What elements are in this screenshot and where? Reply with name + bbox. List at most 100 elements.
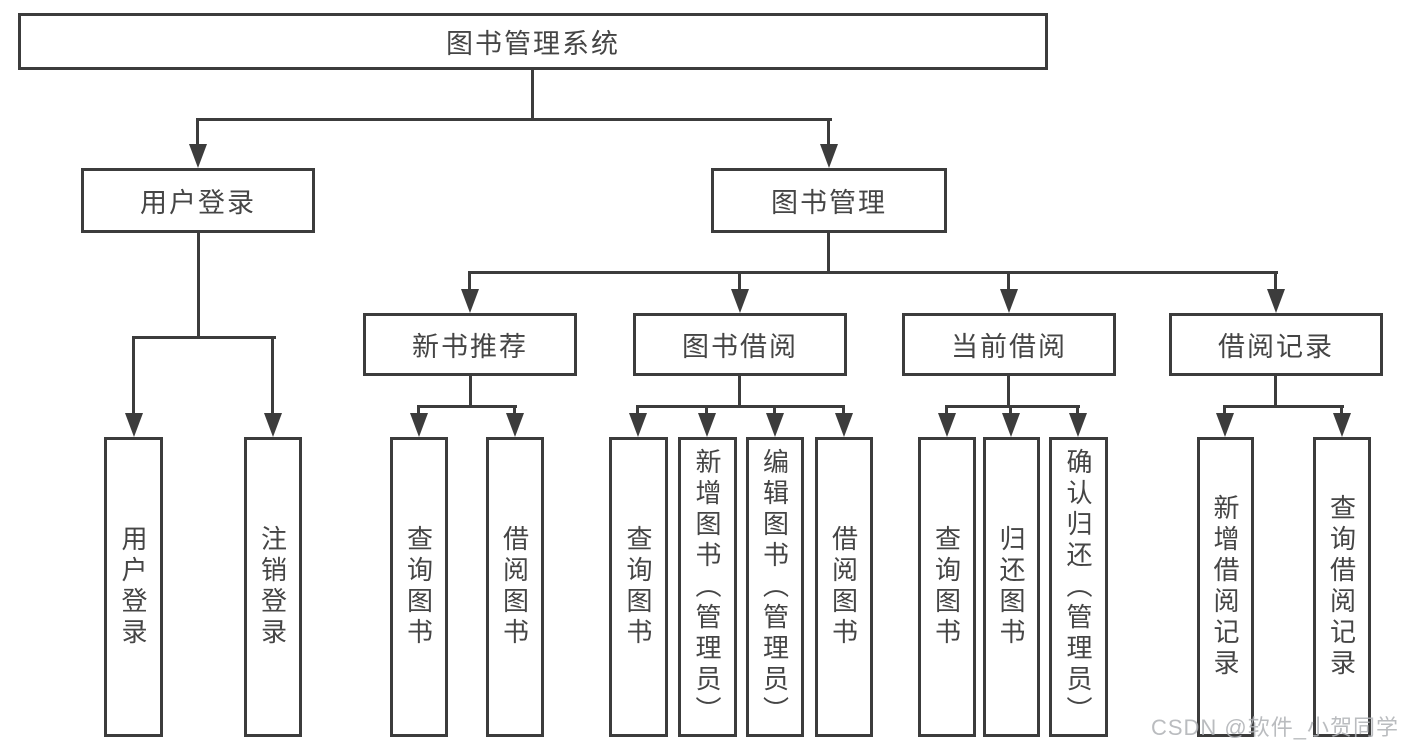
arrow-stem [705, 405, 708, 415]
connector-line [469, 271, 1278, 274]
node-book-borrow: 图书借阅 [633, 313, 847, 376]
arrowhead [461, 289, 479, 313]
arrow-stem [1223, 405, 1226, 415]
arrowhead [189, 144, 207, 168]
arrowhead [731, 289, 749, 313]
connector-line [469, 376, 472, 407]
node-leaf-query-book-3: 查询图书 [918, 437, 976, 737]
arrowhead [125, 413, 143, 437]
arrow-down-icon [1002, 405, 1020, 437]
node-label: 新书推荐 [412, 332, 528, 362]
arrowhead [938, 413, 956, 437]
node-label: 当前借阅 [951, 332, 1067, 362]
arrow-down-icon [1333, 405, 1351, 437]
arrowhead [506, 413, 524, 437]
node-leaf-query-book-1: 查询图书 [390, 437, 448, 737]
node-label: 查询图书 [931, 525, 962, 649]
arrow-stem [196, 118, 199, 146]
arrow-stem [1274, 271, 1277, 291]
connector-line [738, 376, 741, 407]
connector-line [531, 70, 534, 120]
node-leaf-borrow-book-2: 借阅图书 [815, 437, 873, 737]
node-label: 编辑图书（管理员） [759, 447, 790, 727]
arrow-stem [132, 336, 135, 415]
arrowhead [1002, 413, 1020, 437]
arrow-stem [827, 118, 830, 146]
node-label: 借阅记录 [1218, 332, 1334, 362]
arrow-down-icon [410, 405, 428, 437]
arrowhead [264, 413, 282, 437]
node-leaf-add-record: 新增借阅记录 [1197, 437, 1254, 737]
node-label: 借阅图书 [828, 525, 859, 649]
arrowhead [1069, 413, 1087, 437]
arrow-stem [271, 336, 274, 415]
node-label: 归还图书 [996, 525, 1026, 649]
node-label: 新增借阅记录 [1210, 494, 1240, 680]
connector-line [1274, 376, 1277, 407]
node-borrow-record: 借阅记录 [1169, 313, 1383, 376]
node-leaf-logout: 注销登录 [244, 437, 302, 737]
node-label: 查询图书 [623, 525, 653, 649]
node-leaf-borrow-book-1: 借阅图书 [486, 437, 544, 737]
arrow-down-icon [820, 118, 838, 168]
arrowhead [698, 413, 716, 437]
arrow-stem [773, 405, 776, 415]
connector-line [418, 405, 517, 408]
arrow-stem [1007, 271, 1010, 291]
arrow-stem [636, 405, 639, 415]
arrow-down-icon [835, 405, 853, 437]
arrow-down-icon [766, 405, 784, 437]
arrow-down-icon [1267, 271, 1285, 313]
arrowhead [410, 413, 428, 437]
node-book-mgmt: 图书管理 [711, 168, 947, 233]
arrow-stem [842, 405, 845, 415]
connector-line [1007, 376, 1010, 407]
node-label: 图书管理系统 [446, 29, 620, 59]
arrow-down-icon [698, 405, 716, 437]
arrow-stem [468, 271, 471, 291]
arrow-down-icon [189, 118, 207, 168]
node-label: 新增图书（管理员） [692, 447, 722, 727]
connector-line [827, 233, 830, 273]
arrow-stem [738, 271, 741, 291]
node-leaf-query-record: 查询借阅记录 [1313, 437, 1371, 737]
node-leaf-user-login: 用户登录 [104, 437, 163, 737]
arrowhead [835, 413, 853, 437]
arrow-down-icon [1216, 405, 1234, 437]
node-label: 图书管理 [771, 188, 887, 218]
node-current-borrow: 当前借阅 [902, 313, 1116, 376]
node-leaf-return-book: 归还图书 [983, 437, 1040, 737]
connector-line [197, 118, 832, 121]
arrow-down-icon [461, 271, 479, 313]
arrowhead [1000, 289, 1018, 313]
arrowhead [629, 413, 647, 437]
node-label: 查询图书 [403, 525, 434, 649]
arrow-down-icon [629, 405, 647, 437]
node-leaf-edit-book: 编辑图书（管理员） [746, 437, 804, 737]
arrow-down-icon [731, 271, 749, 313]
arrow-down-icon [125, 336, 143, 437]
arrowhead [820, 144, 838, 168]
arrow-down-icon [506, 405, 524, 437]
node-user-login: 用户登录 [81, 168, 315, 233]
node-leaf-add-book: 新增图书（管理员） [678, 437, 737, 737]
arrowhead [1216, 413, 1234, 437]
arrow-stem [1076, 405, 1079, 415]
node-label: 注销登录 [257, 525, 288, 649]
node-label: 用户登录 [118, 525, 148, 649]
node-new-book-rec: 新书推荐 [363, 313, 577, 376]
arrow-stem [417, 405, 420, 415]
node-label: 用户登录 [140, 188, 256, 218]
connector-line [1224, 405, 1344, 408]
connector-line [637, 405, 845, 408]
arrowhead [1267, 289, 1285, 313]
arrow-stem [945, 405, 948, 415]
arrowhead [766, 413, 784, 437]
arrow-stem [1009, 405, 1012, 415]
connector-line [133, 336, 276, 339]
node-label: 查询借阅记录 [1326, 494, 1357, 680]
node-root: 图书管理系统 [18, 13, 1048, 70]
arrow-down-icon [938, 405, 956, 437]
node-leaf-confirm-return: 确认归还（管理员） [1049, 437, 1108, 737]
